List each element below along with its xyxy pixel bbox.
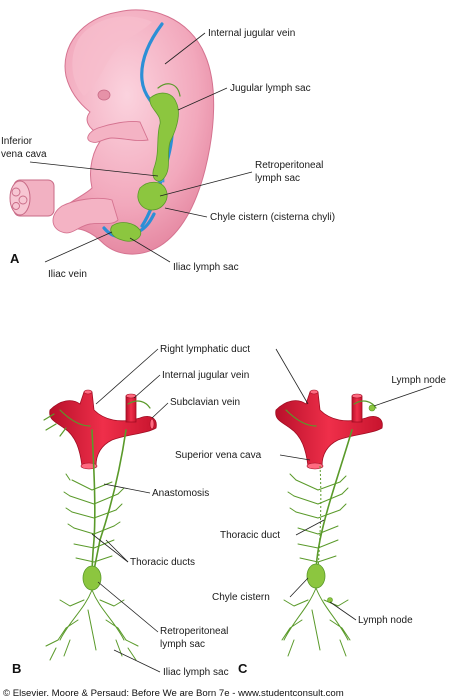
label-chyle-cistern-a: Chyle cistern (cisterna chyli) [210,212,335,223]
panel-label-c: C [238,661,248,676]
panel-b-leaders [91,348,169,673]
panel-b-veins [49,389,157,470]
embryo-lymph-sacs [110,83,181,242]
panel-a-leaders [29,32,253,263]
label-chyle-cistern-c: Chyle cistern [212,592,270,603]
label-retroperitoneal-a-line2: lymph sac [255,173,300,184]
panel-c-veins [275,389,383,470]
label-retroperitoneal-b-line1: Retroperitoneal [160,626,228,637]
label-retroperitoneal-b-line2: lymph sac [160,639,205,650]
embryo-lower-limb [52,197,119,234]
panel-label-b: B [12,661,21,676]
label-inferior-vena-cava-line1: Inferior [1,136,33,147]
label-internal-jugular-vein-b: Internal jugular vein [162,370,249,381]
label-thoracic-duct: Thoracic duct [220,530,280,541]
label-lymph-node-top: Lymph node [391,375,446,386]
label-superior-vena-cava: Superior vena cava [175,450,262,461]
label-subclavian-vein: Subclavian vein [170,397,240,408]
label-inferior-vena-cava-line2: vena cava [1,149,47,160]
embryo-head [72,16,152,96]
panel-c-lymph-network [281,400,377,657]
panel-c-leaders [275,348,433,621]
label-anastomosis: Anastomosis [152,488,209,499]
panel-c-figure: Lymph node Superior vena cava Thoracic d… [175,348,446,676]
label-iliac-lymph-sac-b: Iliac lymph sac [163,667,229,678]
label-retroperitoneal-a-line1: Retroperitoneal [255,160,323,171]
label-lymph-node-bottom: Lymph node [358,615,413,626]
label-jugular-lymph-sac: Jugular lymph sac [230,83,311,94]
embryo-upper-limb [87,121,149,143]
label-internal-jugular-vein-a: Internal jugular vein [208,28,295,39]
panel-a-embryo-figure: Internal jugular vein Jugular lymph sac … [1,9,335,280]
panel-b-figure: Right lymphatic duct Internal jugular ve… [12,344,250,678]
label-iliac-lymph-sac-a: Iliac lymph sac [173,262,239,273]
label-right-lymphatic-duct: Right lymphatic duct [160,344,250,355]
label-iliac-vein: Iliac vein [48,269,87,280]
panel-label-a: A [10,251,20,266]
umbilical-cord [9,179,55,217]
embryo-eye [97,89,111,101]
label-thoracic-ducts: Thoracic ducts [130,557,195,568]
copyright-footer: © Elsevier. Moore & Persaud: Before We a… [3,688,344,699]
